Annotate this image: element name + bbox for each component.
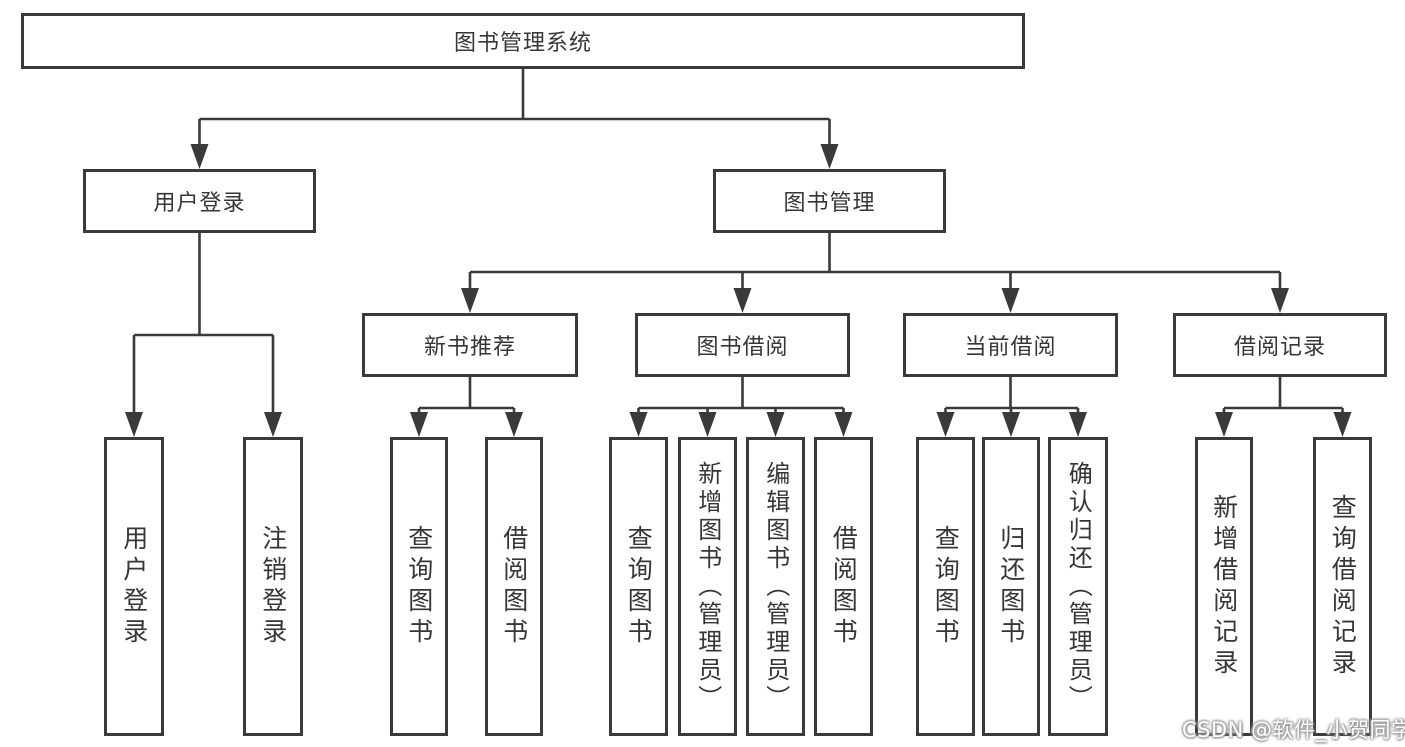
leaf-record-add-record: 新增借阅记录 [1195,437,1253,736]
leaf-borrow-borrow-books: 借阅图书 [814,437,873,736]
leaf-newbook-query-books-label: 查询图书 [404,524,434,649]
node-book-management-label: 图书管理 [783,191,876,216]
leaf-record-add-record-label: 新增借阅记录 [1209,493,1239,680]
leaf-logout: 注销登录 [243,437,303,736]
node-new-book-recommend: 新书推荐 [362,313,578,377]
csdn-watermark: CSDN @软件_小贺同学 [1182,718,1405,742]
node-root: 图书管理系统 [21,13,1025,69]
leaf-current-query-books: 查询图书 [916,437,975,736]
leaf-borrow-add-books-admin-label: 新增图书（管理员） [693,460,722,713]
node-current-borrowing-label: 当前借阅 [964,335,1057,360]
leaf-newbook-borrow-books-label: 借阅图书 [499,524,529,649]
leaf-borrow-add-books-admin: 新增图书（管理员） [678,437,737,736]
node-book-borrowing: 图书借阅 [635,313,850,377]
arrowhead-icons [125,144,1352,437]
leaf-user-login-label: 用户登录 [119,524,149,649]
leaf-record-query-record-label: 查询借阅记录 [1328,493,1358,680]
node-borrowing-records: 借阅记录 [1173,313,1387,377]
leaf-user-login: 用户登录 [104,437,164,736]
leaf-newbook-query-books: 查询图书 [390,437,448,736]
leaf-current-confirm-return-admin-label: 确认归还（管理员） [1064,460,1093,713]
leaf-borrow-edit-books-admin-label: 编辑图书（管理员） [761,460,790,713]
node-new-book-recommend-label: 新书推荐 [423,335,516,360]
leaf-newbook-borrow-books: 借阅图书 [485,437,543,736]
leaf-borrow-edit-books-admin: 编辑图书（管理员） [746,437,805,736]
leaf-current-return-books: 归还图书 [982,437,1040,736]
leaf-current-confirm-return-admin: 确认归还（管理员） [1048,437,1108,736]
leaf-borrow-query-books: 查询图书 [609,437,668,736]
node-borrowing-records-label: 借阅记录 [1233,335,1326,360]
leaf-borrow-query-books-label: 查询图书 [624,524,654,649]
node-user-login: 用户登录 [83,169,316,233]
node-book-borrowing-label: 图书借阅 [696,335,789,360]
node-book-management: 图书管理 [713,169,946,233]
leaf-logout-label: 注销登录 [258,524,288,649]
leaf-current-return-books-label: 归还图书 [996,524,1026,649]
node-root-label: 图书管理系统 [453,31,592,56]
leaf-current-query-books-label: 查询图书 [931,524,961,649]
node-user-login-label: 用户登录 [153,191,246,216]
leaf-record-query-record: 查询借阅记录 [1313,437,1372,736]
node-current-borrowing: 当前借阅 [903,313,1118,377]
leaf-borrow-borrow-books-label: 借阅图书 [829,524,859,649]
